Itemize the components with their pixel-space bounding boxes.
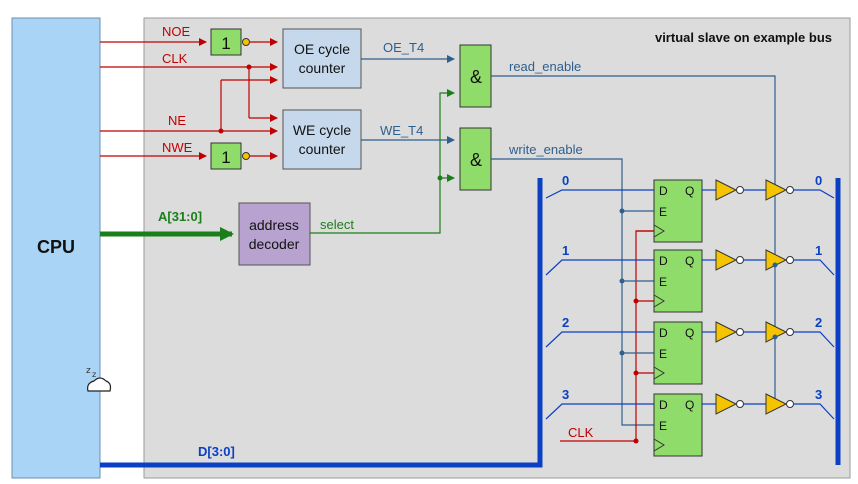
bit-label-in-3: 3 [562,387,569,402]
and-gate-read-label: & [470,67,482,87]
diagram-title: virtual slave on example bus [655,30,832,45]
data-bus-label: D[3:0] [198,444,235,459]
and-gate-write-label: & [470,150,482,170]
ff-e-label: E [659,205,667,219]
select-label: select [320,217,354,232]
ne-label: NE [168,113,186,128]
oe-counter-line1: OE cycle [294,41,350,57]
bit-row-3: 3 D Q E 3 [545,387,835,457]
we-cycle-counter [282,109,362,170]
ff-e-label: E [659,347,667,361]
address-decoder [238,202,311,266]
buffer-inverter-3 [715,393,738,415]
sleeping-cursor-icon: z z [86,366,112,392]
svg-text:z: z [86,366,91,376]
inverter-nwe [210,142,242,170]
oe-counter-line2: counter [299,60,346,76]
tristate-buffer-3 [765,393,788,415]
noe-label: NOE [162,24,191,39]
cpu-label: CPU [37,237,75,257]
flipflop-3 [653,393,703,457]
we-counter-line1: WE cycle [293,122,352,138]
svg-text:z: z [92,370,96,379]
clk-bottom-label: CLK [568,425,594,440]
inverter-noe [210,28,242,56]
bit-label-out-2: 2 [815,315,822,330]
buffer-inverter-2 [715,321,738,343]
ff-e-label: E [659,275,667,289]
bit-label-out-1: 1 [815,243,822,258]
tristate-buffer-0 [765,179,788,201]
buffer-inverter-0 [715,179,738,201]
nwe-label: NWE [162,140,193,155]
bit-label-out-0: 0 [815,173,822,188]
decoder-line2: decoder [249,236,300,252]
we-t4-label: WE_T4 [380,123,423,138]
ff-d-label: D [659,326,668,340]
ff-d-label: D [659,398,668,412]
bit-label-out-3: 3 [815,387,822,402]
ff-q-label: Q [685,398,694,412]
write-enable-label: write_enable [508,142,583,157]
and-gate-write [459,127,492,191]
oe-t4-label: OE_T4 [383,40,424,55]
ff-e-label: E [659,419,667,433]
bit-label-in-2: 2 [562,315,569,330]
ff-q-label: Q [685,254,694,268]
ff-d-label: D [659,254,668,268]
bit-row-0: 0 D Q E 0 [545,173,835,243]
ff-q-label: Q [685,184,694,198]
cpu-block [11,17,101,479]
ff-q-label: Q [685,326,694,340]
buffer-inverter-1 [715,249,738,271]
inverter-noe-label: 1 [221,34,230,53]
bit-label-in-0: 0 [562,173,569,188]
clk-label: CLK [162,51,188,66]
oe-cycle-counter [282,28,362,89]
ff-d-label: D [659,184,668,198]
we-counter-line2: counter [299,141,346,157]
read-enable-label: read_enable [509,59,581,74]
decoder-line1: address [249,217,299,233]
bit-label-in-1: 1 [562,243,569,258]
and-gate-read [459,44,492,108]
bit-row-1: 1 D Q E 1 [545,243,835,313]
inverter-nwe-label: 1 [221,148,230,167]
bit-row-2: 2 D Q E 2 [545,315,835,385]
address-bus-label: A[31:0] [158,209,202,224]
